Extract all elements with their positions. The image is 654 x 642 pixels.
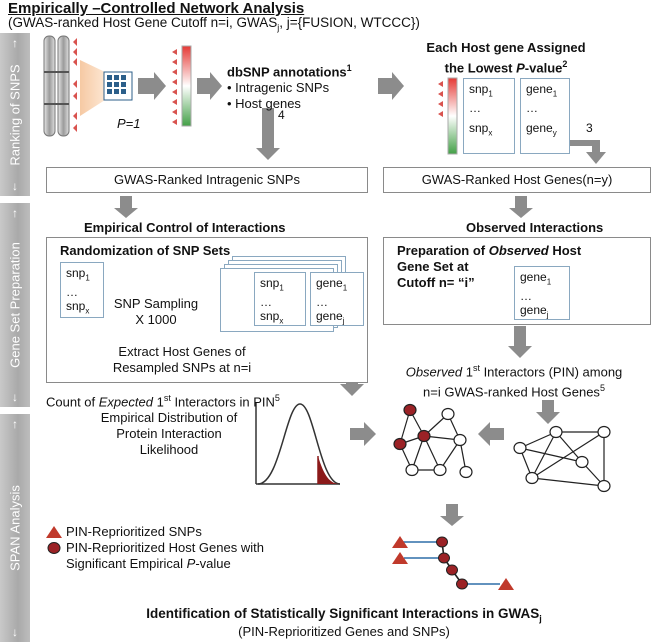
arrow-icon <box>197 72 222 100</box>
empirical-distribution-chart <box>255 402 341 485</box>
reprioritized-path <box>392 536 514 590</box>
extract-host-genes-label: Extract Host Genes of Resampled SNPs at … <box>112 344 252 375</box>
arrow-icon <box>508 326 532 358</box>
up-arrow-icon: ↑ <box>12 206 18 220</box>
footer-title: Identification of Statistically Signific… <box>146 606 542 624</box>
arrow-icon <box>509 196 533 218</box>
resampled-snp-box: snp1 … snpx <box>254 272 306 326</box>
down-arrow-icon: ↓ <box>12 390 18 404</box>
gwas-ranked-snps-box: GWAS-Ranked Intragenic SNPs <box>46 167 368 193</box>
gwas-ranked-genes-box: GWAS-Ranked Host Genes(n=y) <box>383 167 651 193</box>
arrow-icon <box>378 72 404 100</box>
arrow-icon <box>350 422 376 446</box>
projection-fan <box>80 60 105 116</box>
observed-gene-box: gene1 … genej <box>514 266 570 320</box>
arrow-icon <box>568 140 606 164</box>
randomization-title: Randomization of SNP Sets <box>60 243 231 258</box>
diagram-title: Empirically –Controlled Network Analysis <box>8 0 305 17</box>
arrow-icon <box>256 108 280 160</box>
step-3-label: 3 <box>586 121 593 135</box>
distribution-label: Empirical Distribution of Protein Intera… <box>100 410 238 457</box>
legend-triangle-icon <box>46 526 62 538</box>
preparation-title: Preparation of Observed Host Gene Set at… <box>397 243 582 290</box>
gene-list-box: gene1 … geney <box>520 78 570 154</box>
phase-gene-set-preparation: ↑ Gene Set Preparation ↓ <box>0 203 30 407</box>
arrow-icon <box>536 400 560 424</box>
assigned-title: Each Host gene Assigned the Lowest P-val… <box>426 40 586 76</box>
genotyping-array-icon <box>103 71 133 101</box>
gene-rank-bar <box>438 77 458 155</box>
diagram-subtitle: (GWAS-ranked Host Gene Cutoff n=i, GWASj… <box>8 15 420 33</box>
observed-interactions-title: Observed Interactions <box>466 220 604 235</box>
arrow-icon <box>478 422 504 446</box>
up-arrow-icon: ↑ <box>12 36 18 50</box>
footer-subtitle: (PIN-Reprioritized Genes and SNPs) <box>238 624 450 639</box>
snp-list-box: snp1 … snpx <box>463 78 515 154</box>
p-equals-one-label: P=1 <box>117 116 141 131</box>
legend-circle-icon <box>47 542 61 554</box>
up-arrow-icon: ↑ <box>12 417 18 431</box>
arrow-icon <box>138 72 166 100</box>
down-arrow-icon: ↓ <box>12 625 18 639</box>
phase-span-analysis: ↑ SPAN Analysis ↓ <box>0 414 30 642</box>
snp-sampling-label: SNP Sampling X 1000 <box>113 296 199 327</box>
phase-ranking-snps: ↑ Ranking of SNPS ↓ <box>0 33 30 196</box>
empirical-control-title: Empirical Control of Interactions <box>84 220 286 235</box>
arrow-icon <box>114 196 138 218</box>
phase-sidebar: ↑ Ranking of SNPS ↓ ↑ Gene Set Preparati… <box>0 33 30 642</box>
snp-set-box: snp1 … snpx <box>60 262 104 318</box>
legend-snps-label: PIN-Reprioritized SNPs <box>66 524 202 539</box>
count-expected-label: Count of Expected 1st Interactors in PIN… <box>46 393 280 410</box>
resampled-gene-box: gene1 … genej <box>310 272 364 326</box>
arrow-icon <box>440 504 464 526</box>
snp-triangles-icon <box>73 38 77 132</box>
legend-genes-label: PIN-Reprioritized Host Genes with Signif… <box>66 540 264 571</box>
p-value-rank-bar <box>172 45 192 127</box>
down-arrow-icon: ↓ <box>12 179 18 193</box>
reprioritized-network <box>393 403 473 479</box>
chromosome-icon <box>43 35 70 137</box>
dbsnp-annotations: dbSNP annotations1 • Intragenic SNPs • H… <box>227 63 352 112</box>
step-4-label: 4 <box>278 108 285 122</box>
observed-network <box>513 425 611 493</box>
observed-interactors-label: Observed 1st Interactors (PIN) among n=i… <box>405 363 623 400</box>
